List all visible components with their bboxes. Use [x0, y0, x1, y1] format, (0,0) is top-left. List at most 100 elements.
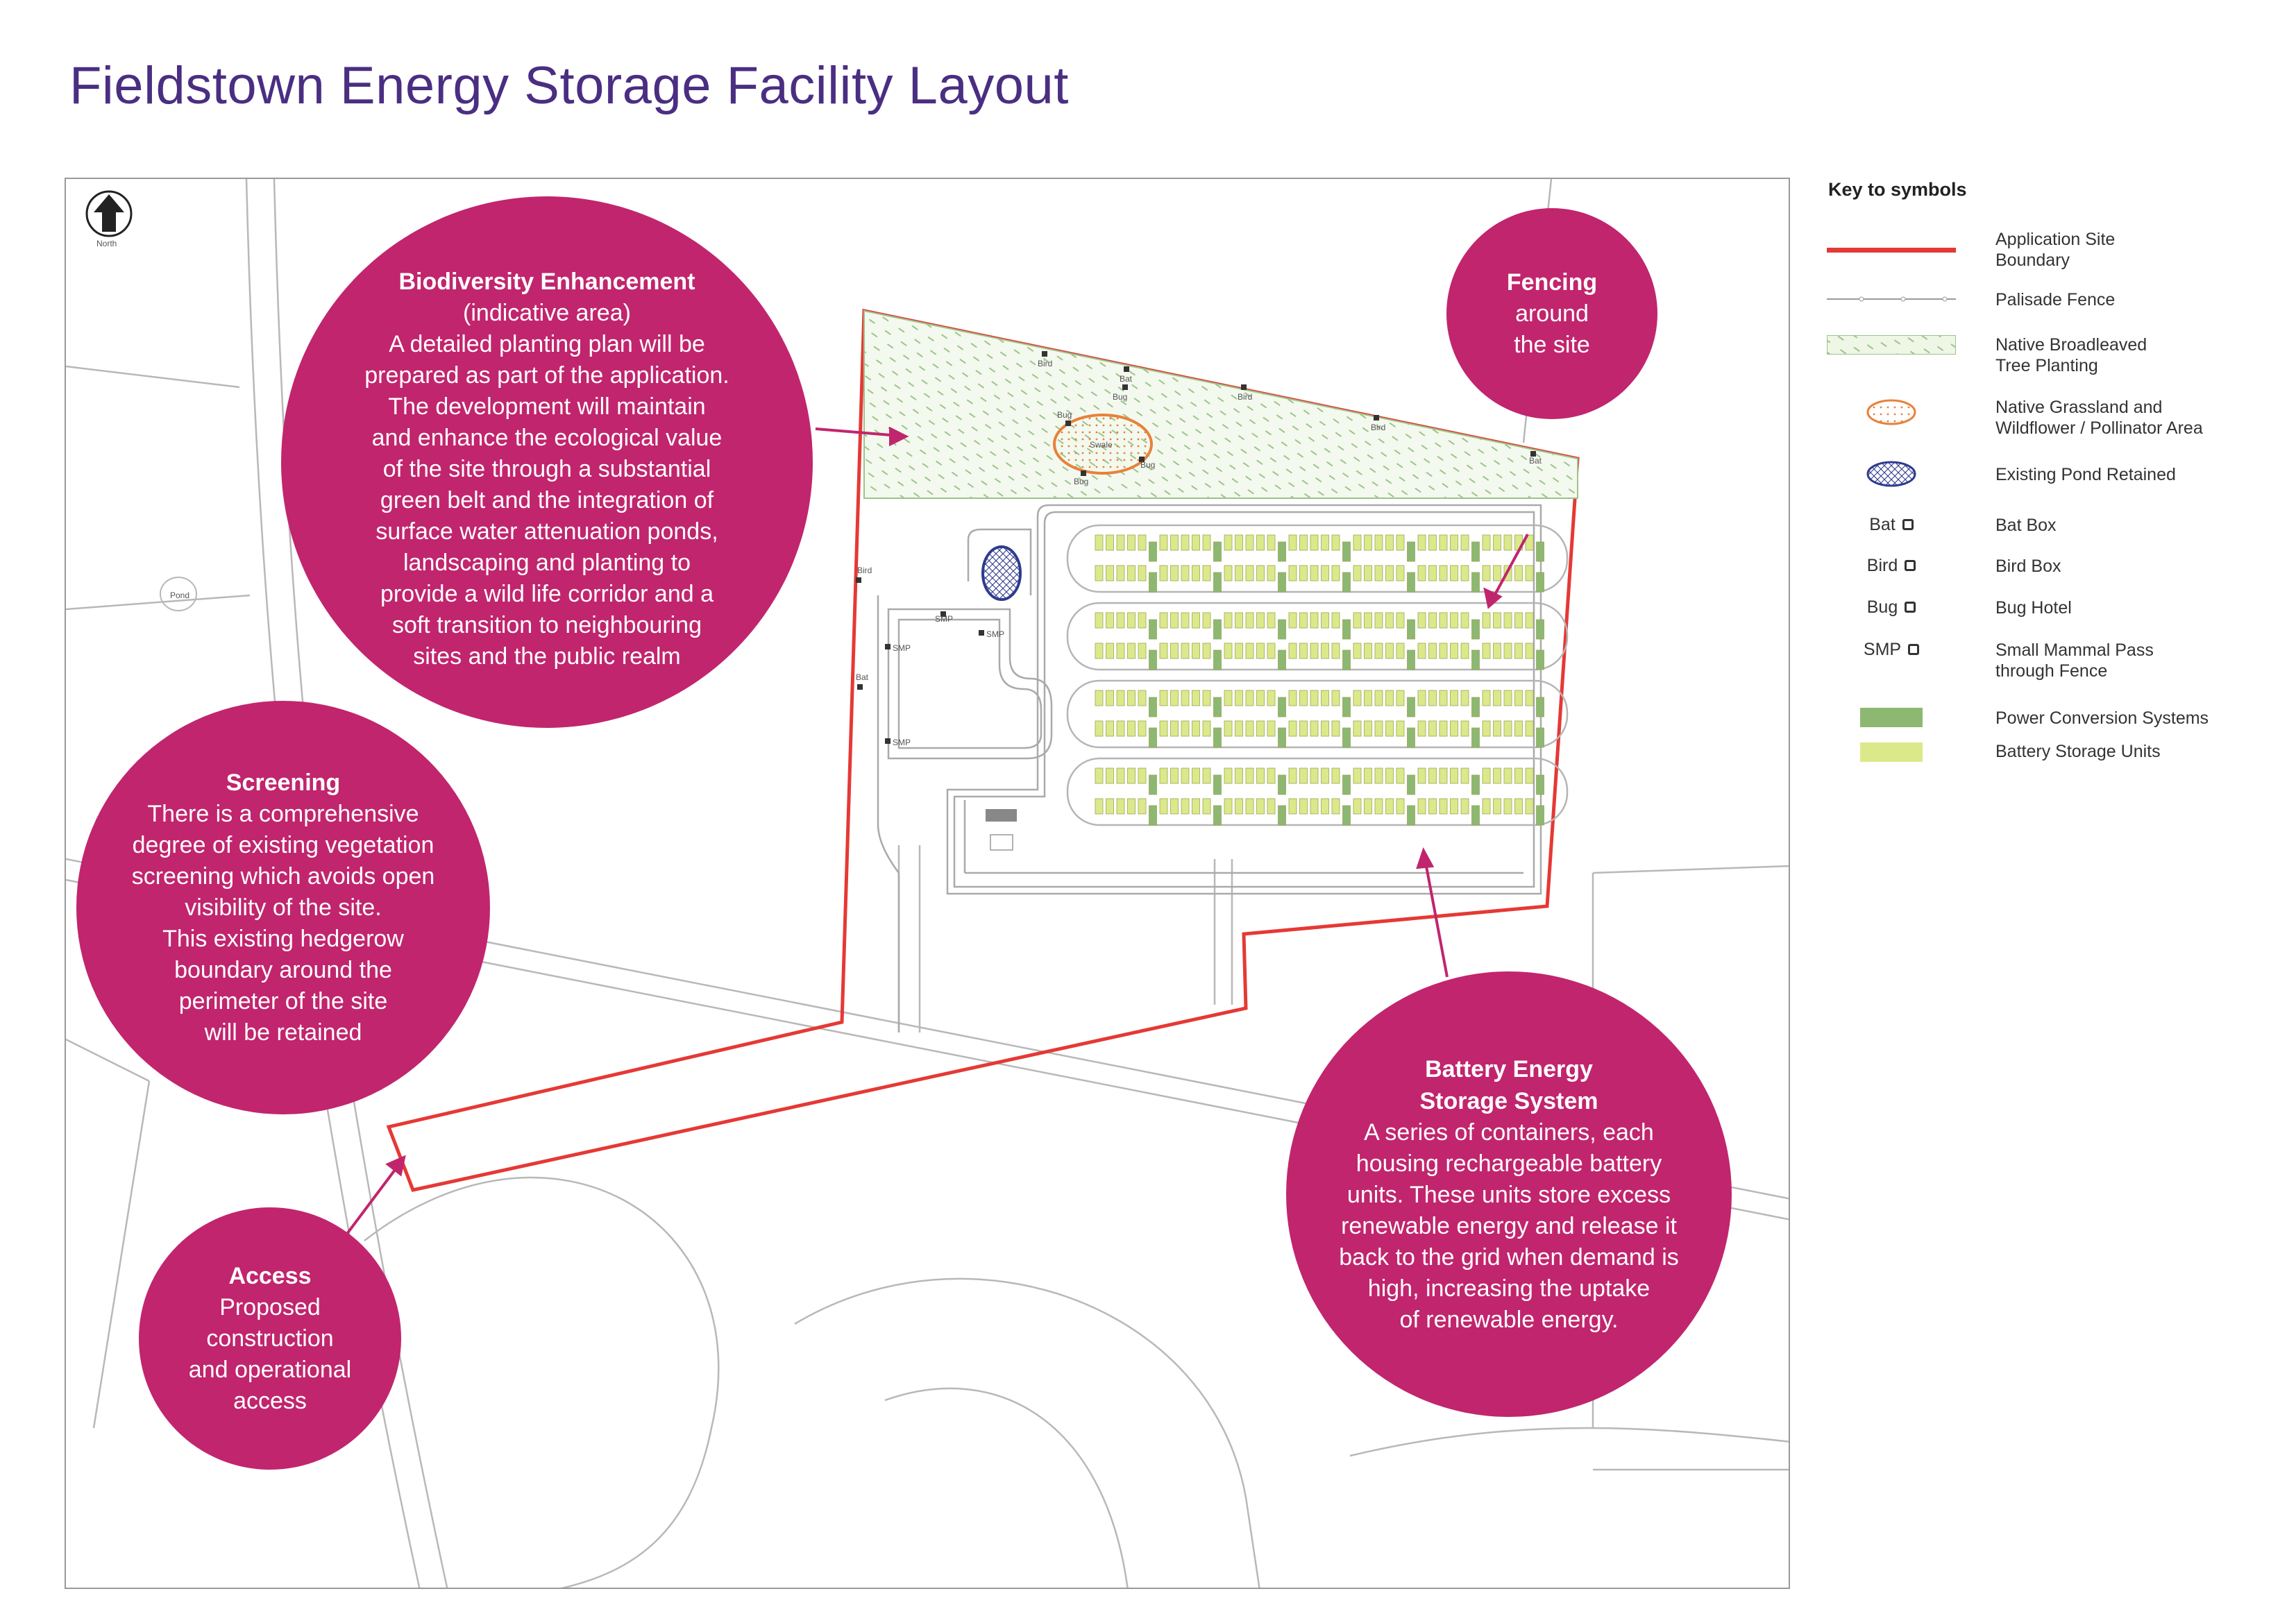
battery-storage-unit [1460, 534, 1469, 551]
screening-line: This existing hedgerow [162, 926, 404, 952]
svg-text:SMP: SMP [893, 643, 911, 653]
battery-storage-unit [1353, 534, 1362, 551]
screening-line: boundary around the [174, 957, 392, 983]
battery-storage-unit [1181, 534, 1190, 551]
biodiversity-line: and enhance the ecological value [371, 425, 723, 451]
battery-storage-unit [1353, 798, 1362, 815]
battery-storage-unit [1428, 565, 1437, 581]
key-label: Palisade Fence [1995, 290, 2116, 309]
battery-storage-unit [1288, 767, 1297, 784]
battery-storage-unit [1159, 565, 1168, 581]
callout-arrows [346, 426, 1529, 1235]
battery-storage-unit [1245, 690, 1254, 706]
bug-hotel-icon [1905, 602, 1916, 613]
key-label: Power Conversion Systems [1995, 708, 2209, 728]
access-line: construction [206, 1325, 334, 1352]
svg-text:Bug: Bug [1057, 410, 1072, 420]
battery-storage-unit [1116, 690, 1125, 706]
battery-storage-unit [1267, 534, 1276, 551]
battery-storage-unit [1417, 534, 1426, 551]
biodiversity-subtitle: (indicative area) [463, 300, 631, 326]
battery-storage-unit [1235, 612, 1243, 629]
battery-storage-unit [1385, 565, 1394, 581]
battery-storage-unit [1159, 720, 1168, 737]
battery-storage-unit [1482, 690, 1491, 706]
key-row-palisade: Palisade Fence [1825, 289, 2290, 338]
battery-storage-unit [1095, 690, 1104, 706]
bess-title-line2: Storage System [1419, 1087, 1598, 1114]
power-conversion-unit [1536, 727, 1544, 748]
battery-storage-unit [1331, 534, 1340, 551]
power-conversion-unit [1213, 774, 1222, 795]
battery-storage-unit [1353, 612, 1362, 629]
battery-storage-unit [1299, 720, 1308, 737]
bess-line: housing rechargeable battery [1356, 1150, 1662, 1177]
power-conversion-unit [1407, 774, 1415, 795]
battery-storage-unit [1116, 565, 1125, 581]
battery-storage-unit [1460, 767, 1469, 784]
battery-storage-unit [1514, 690, 1523, 706]
battery-storage-unit [1267, 767, 1276, 784]
battery-storage-unit [1267, 565, 1276, 581]
battery-storage-unit [1235, 643, 1243, 659]
power-conversion-unit [1213, 541, 1222, 562]
battery-storage-unit [1310, 534, 1319, 551]
north-arrow-icon: North [85, 190, 133, 248]
battery-storage-unit [1374, 612, 1383, 629]
battery-storage-unit [1439, 565, 1448, 581]
power-conversion-unit [1342, 727, 1351, 748]
screening-line: degree of existing vegetation [132, 832, 434, 858]
battery-storage-unit [1514, 798, 1523, 815]
battery-storage-unit [1116, 798, 1125, 815]
battery-storage-unit [1417, 798, 1426, 815]
battery-storage-unit [1396, 720, 1405, 737]
battery-storage-unit [1450, 534, 1458, 551]
power-conversion-unit [1407, 697, 1415, 717]
battery-storage-unit [1256, 720, 1265, 737]
bat-box-marker: Bat [1529, 451, 1542, 466]
battery-storage-unit [1331, 565, 1340, 581]
key-label: Bug Hotel [1995, 598, 2072, 618]
battery-access-track [1066, 679, 1569, 749]
battery-storage-unit [1224, 565, 1233, 581]
biodiversity-line: green belt and the integration of [380, 487, 714, 513]
battery-storage-unit [1482, 798, 1491, 815]
key-label: Application Site [1995, 230, 2116, 249]
battery-storage-unit [1235, 767, 1243, 784]
bat-box-marker: Bat [856, 672, 869, 690]
battery-storage-unit [1202, 720, 1211, 737]
battery-storage-unit [1428, 690, 1437, 706]
battery-storage-unit [1202, 643, 1211, 659]
power-conversion-unit [1278, 697, 1286, 717]
power-conversion-unit [1213, 649, 1222, 670]
battery-storage-unit [1331, 612, 1340, 629]
battery-storage-unit [1159, 798, 1168, 815]
battery-storage-unit [1116, 720, 1125, 737]
battery-storage-unit [1181, 565, 1190, 581]
battery-storage-unit [1514, 565, 1523, 581]
battery-storage-unit [1127, 690, 1136, 706]
power-conversion-unit [1278, 649, 1286, 670]
access-callout: Access Proposed construction and operati… [139, 1207, 401, 1470]
battery-storage-unit [1106, 690, 1114, 706]
bess-line: A series of containers, each [1364, 1119, 1654, 1146]
power-conversion-unit [1278, 774, 1286, 795]
key-row-bat-box: Bat Bat Box [1825, 515, 2290, 563]
power-conversion-unit [1342, 805, 1351, 826]
svg-text:SMP: SMP [935, 614, 953, 624]
habitat-markers: Bird Bat Bug Bird Bug Bug Bug Bird Bat B… [856, 351, 1542, 747]
application-site-boundary[interactable] [386, 308, 1580, 1192]
key-label: Small Mammal Pass [1995, 640, 2154, 660]
battery-storage-unit [1417, 565, 1426, 581]
battery-storage-unit [1385, 643, 1394, 659]
battery-storage-unit [1439, 690, 1448, 706]
power-conversion-unit [1342, 697, 1351, 717]
battery-storage-unit [1417, 690, 1426, 706]
battery-storage-unit [1364, 798, 1372, 815]
battery-storage-unit [1256, 798, 1265, 815]
bess-line: of renewable energy. [1399, 1306, 1619, 1333]
battery-storage-unit [1439, 767, 1448, 784]
battery-storage-unit [1503, 534, 1512, 551]
battery-storage-unit [1321, 798, 1329, 815]
battery-storage-unit [1106, 565, 1114, 581]
